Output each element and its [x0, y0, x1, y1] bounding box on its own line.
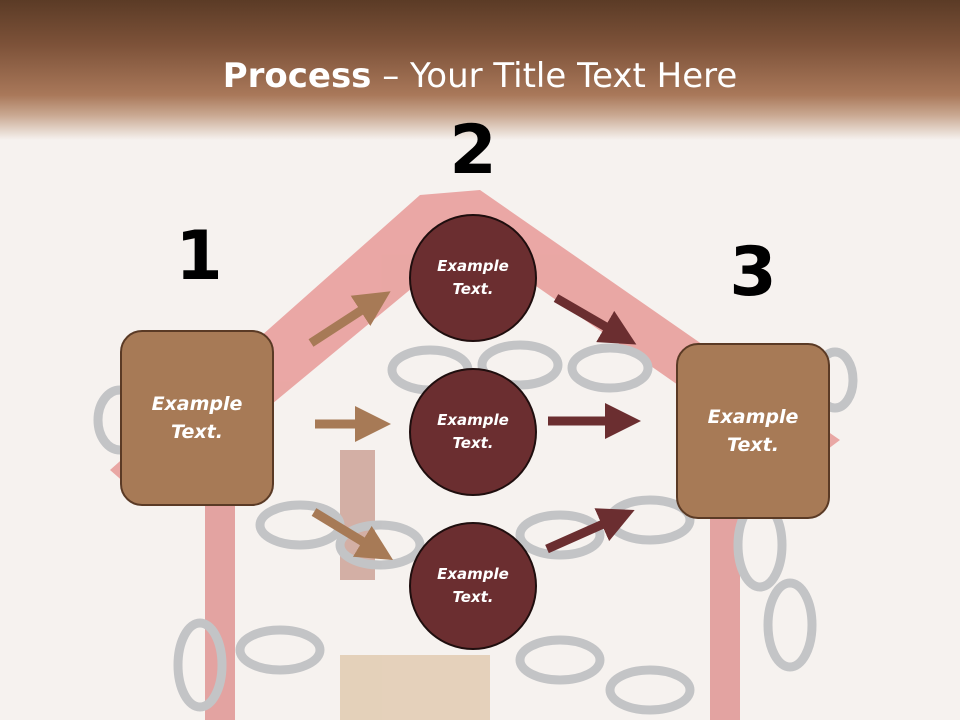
arrow-1-to-bottom: [311, 508, 394, 561]
title-bold: Process: [222, 56, 372, 96]
step-3-label: Example Text.: [707, 406, 799, 456]
step-3-box[interactable]: Example Text.: [676, 343, 830, 519]
arrow-1-to-top: [308, 291, 391, 347]
title-bar: [0, 0, 960, 140]
step-number-1: 1: [175, 217, 223, 296]
step-2-node-top[interactable]: Example Text.: [409, 214, 537, 342]
arrow-bottom-to-3: [545, 508, 635, 554]
arrow-top-to-3: [553, 294, 637, 345]
step-1-label: Example Text.: [151, 393, 243, 443]
node-bottom-label: Example Text.: [437, 565, 509, 606]
step-1-box[interactable]: Example Text.: [120, 330, 274, 506]
node-top-label: Example Text.: [437, 257, 509, 298]
step-2-node-middle[interactable]: Example Text.: [409, 368, 537, 496]
step-2-node-bottom[interactable]: Example Text.: [409, 522, 537, 650]
slide-title: Process – Your Title Text Here: [0, 54, 960, 98]
node-middle-label: Example Text.: [437, 411, 509, 452]
step-number-2: 2: [449, 111, 497, 190]
title-rest: – Your Title Text Here: [371, 56, 738, 96]
step-number-3: 3: [729, 233, 777, 312]
